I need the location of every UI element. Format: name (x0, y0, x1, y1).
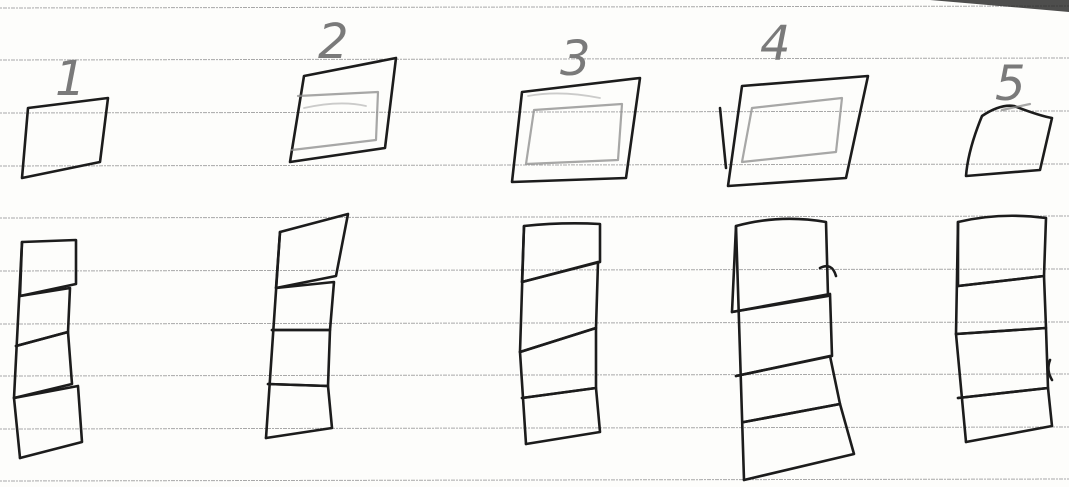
panel-column-2-top (290, 58, 396, 162)
rule-line (0, 374, 1069, 376)
strip-column-3 (520, 223, 600, 444)
panel-column-5-top (966, 104, 1052, 176)
strip-column-4 (732, 219, 854, 480)
rule-line (0, 216, 1069, 218)
rule-line (0, 479, 1069, 481)
ruled-lines (0, 6, 1069, 481)
column-label-1: 1 (55, 51, 86, 107)
strip-column-1 (14, 240, 82, 458)
panel-column-3-top (512, 78, 640, 182)
column-label-2: 2 (318, 14, 349, 70)
rule-line (0, 427, 1069, 429)
strip-column-5 (956, 216, 1052, 442)
strip-column-2 (266, 214, 348, 438)
column-label-4: 4 (760, 16, 791, 72)
rule-line (0, 58, 1069, 60)
rule-line (0, 322, 1069, 324)
rule-line (0, 6, 1069, 8)
column-labels: 1 2 3 4 5 (55, 14, 1026, 112)
panel-column-4-top (720, 76, 868, 186)
column-label-3: 3 (560, 31, 591, 87)
column-label-5: 5 (995, 56, 1026, 112)
rule-line (0, 269, 1069, 271)
